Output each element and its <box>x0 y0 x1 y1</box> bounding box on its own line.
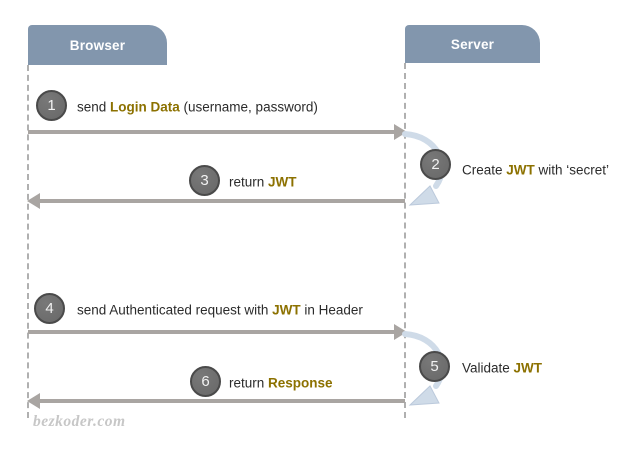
actor-box-server: Server <box>405 25 540 63</box>
step-6-badge: 6 <box>190 366 221 397</box>
message-4-label: send Authenticated request with JWT in H… <box>77 302 363 318</box>
actor-box-browser: Browser <box>28 25 167 65</box>
message-3-label: return JWT <box>229 174 297 190</box>
server-lifeline <box>404 63 406 418</box>
message-6-arrow-line <box>40 399 405 403</box>
step-3-badge: 3 <box>189 165 220 196</box>
message-5-label: Validate JWT <box>462 360 543 376</box>
step-4-badge: 4 <box>34 293 65 324</box>
message-4-arrow-line <box>28 330 394 334</box>
message-1-arrow-line <box>28 130 394 134</box>
message-2-label: Create JWT with ‘secret’ <box>462 162 610 178</box>
browser-lifeline <box>27 65 29 418</box>
step-5-badge: 5 <box>419 351 450 382</box>
message-6-arrowhead-icon <box>27 393 40 409</box>
step-2-badge: 2 <box>420 149 451 180</box>
step-1-badge: 1 <box>36 90 67 121</box>
message-3-arrow-line <box>40 199 405 203</box>
message-6-label: return Response <box>229 375 333 391</box>
message-1-label: send Login Data (username, password) <box>77 99 318 115</box>
watermark: bezkoder.com <box>33 413 126 430</box>
message-3-arrowhead-icon <box>27 193 40 209</box>
